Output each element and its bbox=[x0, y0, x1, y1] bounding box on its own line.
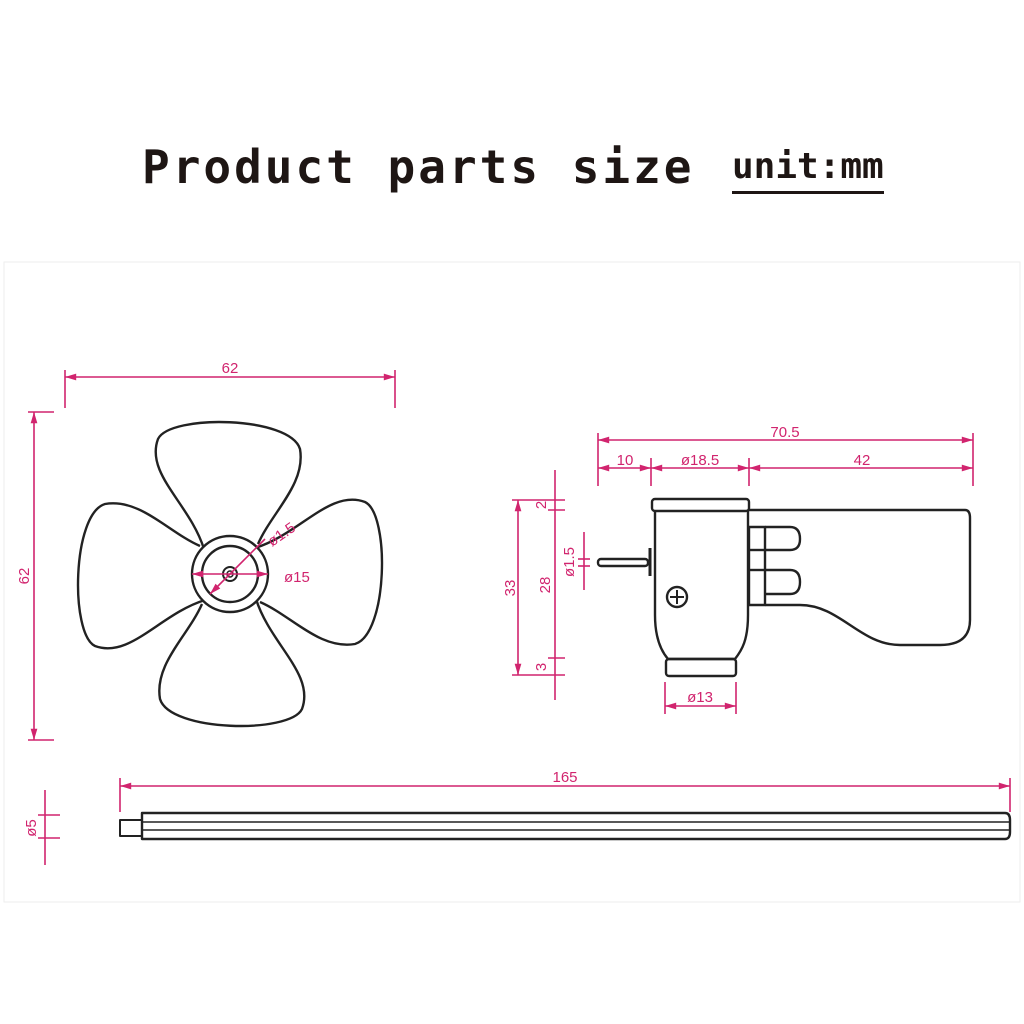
motor-top-cap bbox=[650, 497, 751, 513]
top-cap-label: 2 bbox=[533, 501, 550, 509]
total-length-label: 70.5 bbox=[770, 424, 799, 441]
blade-right bbox=[254, 498, 384, 646]
shaft-length-label: 10 bbox=[617, 452, 634, 469]
fan-width-label: 62 bbox=[222, 360, 239, 377]
rod-diameter-label: ø5 bbox=[23, 819, 40, 837]
motor-tail bbox=[749, 508, 972, 647]
height-body-label: 28 bbox=[537, 577, 554, 594]
screw-icon bbox=[665, 585, 689, 609]
fan-blade bbox=[76, 420, 384, 728]
motor-base bbox=[664, 657, 738, 678]
unit-label: unit:mm bbox=[732, 146, 884, 194]
body-diameter-label: ø18.5 bbox=[681, 452, 719, 469]
shaft-diameter-label: ø1.5 bbox=[561, 547, 578, 577]
tail-length-label: 42 bbox=[854, 452, 871, 469]
blade-bottom bbox=[158, 598, 306, 728]
blade-left bbox=[76, 502, 206, 650]
hub-diameter-label: ø15 bbox=[284, 569, 310, 586]
motor-dimensions: 70.5 10 ø18.5 42 33 28 2 3 ø1.5 ø13 bbox=[502, 424, 974, 714]
height-total-label: 33 bbox=[502, 580, 519, 597]
motor-body bbox=[653, 511, 750, 661]
bottom-cap-label: 3 bbox=[533, 663, 550, 671]
drawing-frame bbox=[3, 261, 1021, 903]
motor bbox=[596, 497, 972, 678]
base-diameter-label: ø13 bbox=[687, 689, 713, 706]
rod bbox=[119, 811, 1012, 841]
rod-dimensions: 165 ø5 bbox=[23, 769, 1011, 865]
blade-top bbox=[154, 420, 302, 550]
motor-contacts bbox=[747, 525, 767, 607]
rod-length-label: 165 bbox=[552, 769, 577, 786]
page-title: Product parts size bbox=[142, 140, 695, 194]
motor-shaft bbox=[596, 557, 650, 568]
fan-height-label: 62 bbox=[16, 568, 33, 585]
